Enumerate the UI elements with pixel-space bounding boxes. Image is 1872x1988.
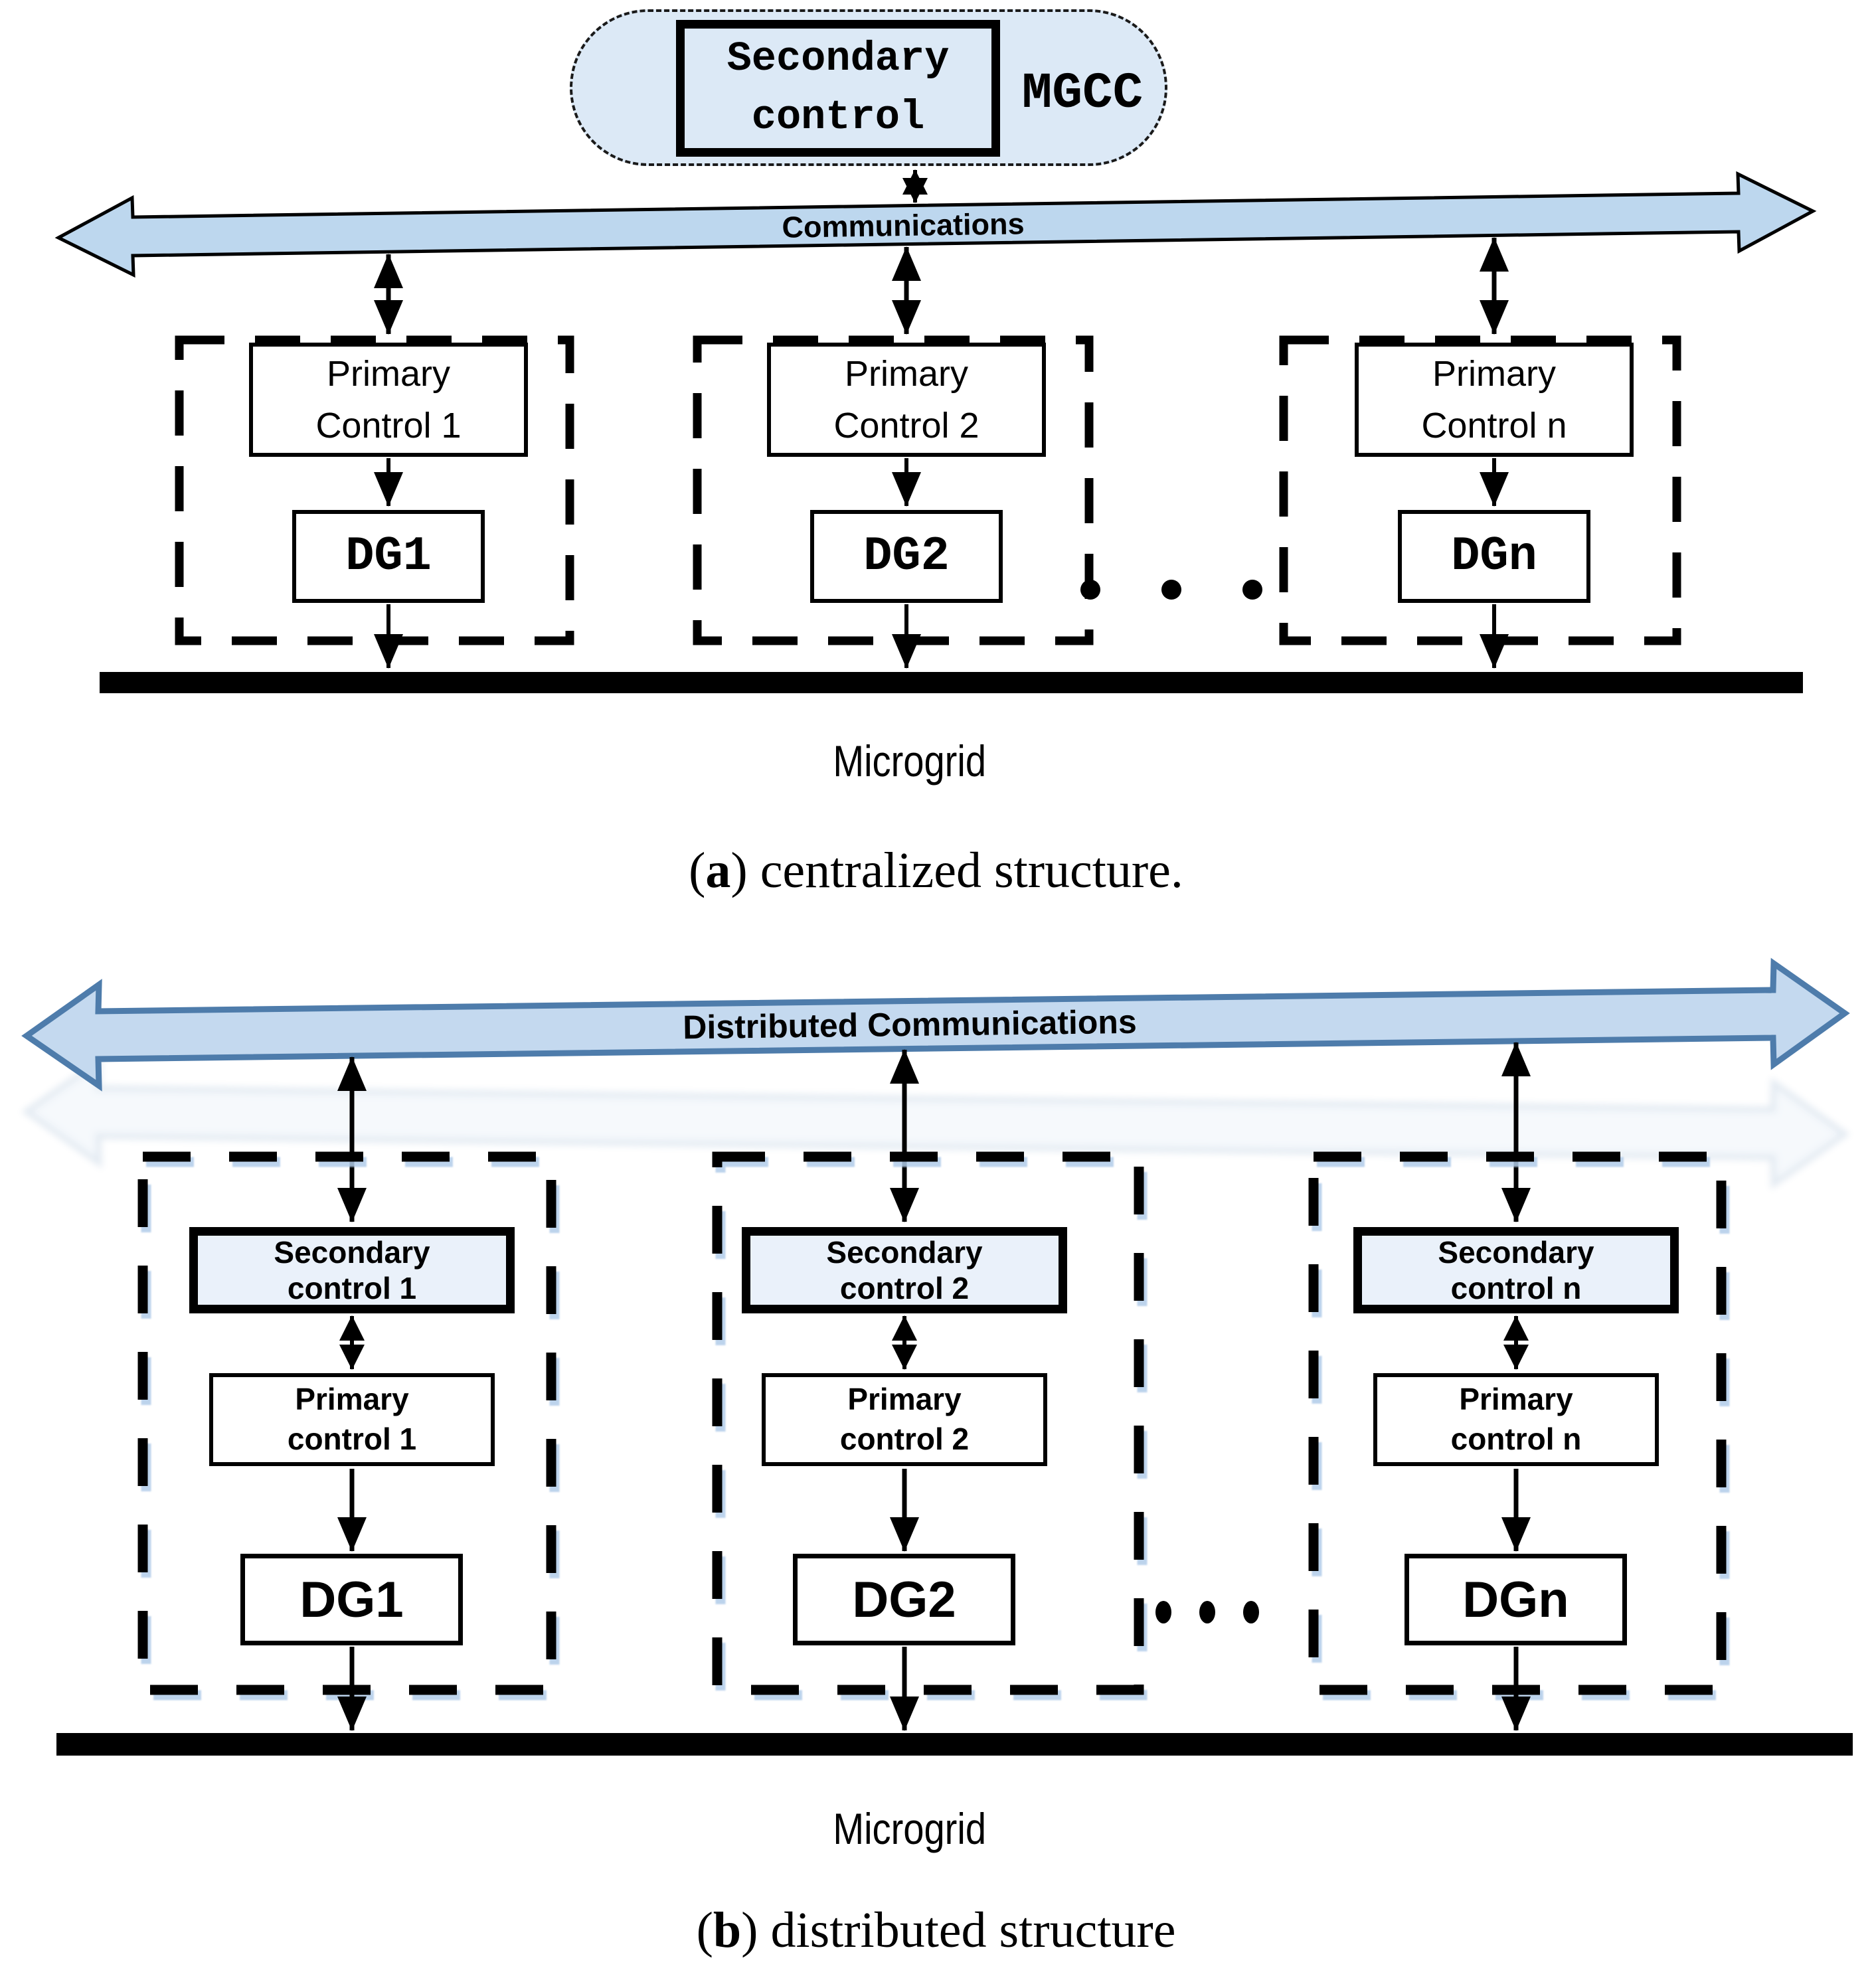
- dgn-box-b: DGn: [1404, 1554, 1627, 1645]
- primary-control-1-line1: Primary: [327, 353, 450, 394]
- ellipsis-dots-b: [1155, 1601, 1259, 1623]
- secondary-control-line1: Secondary: [726, 35, 950, 82]
- secondary-control-n-box-b: Secondary control n: [1353, 1227, 1679, 1313]
- primary-control-1-box-a: Primary Control 1: [249, 343, 528, 457]
- distributed-communications-band-b: [21, 957, 1850, 1092]
- secondary-control-2-box-b: Secondary control 2: [742, 1227, 1067, 1313]
- dg-unit1-dashed-box-a: [175, 335, 574, 645]
- primary-control-n-line2: Control n: [1421, 406, 1567, 446]
- dg-unit2-dashed-box-a: [693, 335, 1094, 645]
- caption-a-letter: a: [705, 843, 731, 898]
- primary-control-2b-line2: control 2: [839, 1422, 970, 1456]
- communications-band-a: [54, 171, 1817, 278]
- secondary-control-1-line1: Secondary: [274, 1234, 430, 1270]
- secondary-control-1-box-b: Secondary control 1: [189, 1227, 515, 1313]
- primary-control-2-box-a: Primary Control 2: [767, 343, 1046, 457]
- primary-control-n-box-b: Primary control n: [1373, 1373, 1659, 1466]
- caption-b-letter: b: [713, 1902, 742, 1958]
- primary-control-2-line1: Primary: [845, 353, 968, 394]
- primary-control-1b-line2: control 1: [287, 1422, 417, 1456]
- primary-control-1-box-b: Primary control 1: [209, 1373, 495, 1466]
- primary-control-nb-line1: Primary: [1459, 1382, 1573, 1417]
- primary-control-2b-line1: Primary: [847, 1382, 962, 1417]
- primary-control-n-box-a: Primary Control n: [1355, 343, 1634, 457]
- primary-control-nb-line2: control n: [1450, 1422, 1582, 1456]
- secondary-control-1-line2: control 1: [287, 1271, 417, 1305]
- dg-unit3-dashed-box-a: [1279, 335, 1681, 645]
- caption-b: (b) distributed structure: [696, 1902, 1176, 1958]
- dg1-box-a: DG1: [292, 510, 485, 603]
- dg2-box-a: DG2: [810, 510, 1003, 603]
- primary-control-n-line1: Primary: [1432, 353, 1556, 394]
- primary-control-2-line2: Control 2: [833, 406, 979, 446]
- dg1-box-b: DG1: [240, 1554, 463, 1645]
- microgrid-label-b: Microgrid: [833, 1804, 987, 1853]
- secondary-control-n-line1: Secondary: [1438, 1234, 1594, 1270]
- dg-unit2-dashed-box-b: [712, 1151, 1144, 1695]
- secondary-control-box-mgcc: Secondary control: [676, 20, 1000, 157]
- primary-control-1b-line1: Primary: [295, 1382, 409, 1417]
- ellipsis-dots-a: [1080, 580, 1262, 600]
- mgcc-label: MGCC: [1021, 64, 1144, 122]
- primary-control-2-box-b: Primary control 2: [762, 1373, 1047, 1466]
- distributed-communications-band-label: Distributed Communications: [683, 1003, 1137, 1046]
- secondary-control-2-line2: control 2: [839, 1271, 970, 1305]
- microgrid-bus-bar-b: [56, 1733, 1853, 1756]
- primary-control-1-line2: Control 1: [315, 406, 462, 446]
- secondary-control-n-line2: control n: [1450, 1271, 1582, 1305]
- microgrid-bus-bar-a: [100, 672, 1803, 693]
- communications-band-label: Communications: [782, 207, 1025, 244]
- caption-a: (a) centralized structure.: [689, 843, 1183, 898]
- microgrid-label-a: Microgrid: [833, 736, 987, 786]
- dgn-box-a: DGn: [1398, 510, 1590, 603]
- band-reflection-b: [21, 1056, 1850, 1190]
- dg2-box-b: DG2: [793, 1554, 1015, 1645]
- dg-unit1-dashed-box-b: [137, 1151, 556, 1695]
- secondary-control-2-line1: Secondary: [826, 1234, 983, 1270]
- secondary-control-line2: control: [751, 94, 925, 141]
